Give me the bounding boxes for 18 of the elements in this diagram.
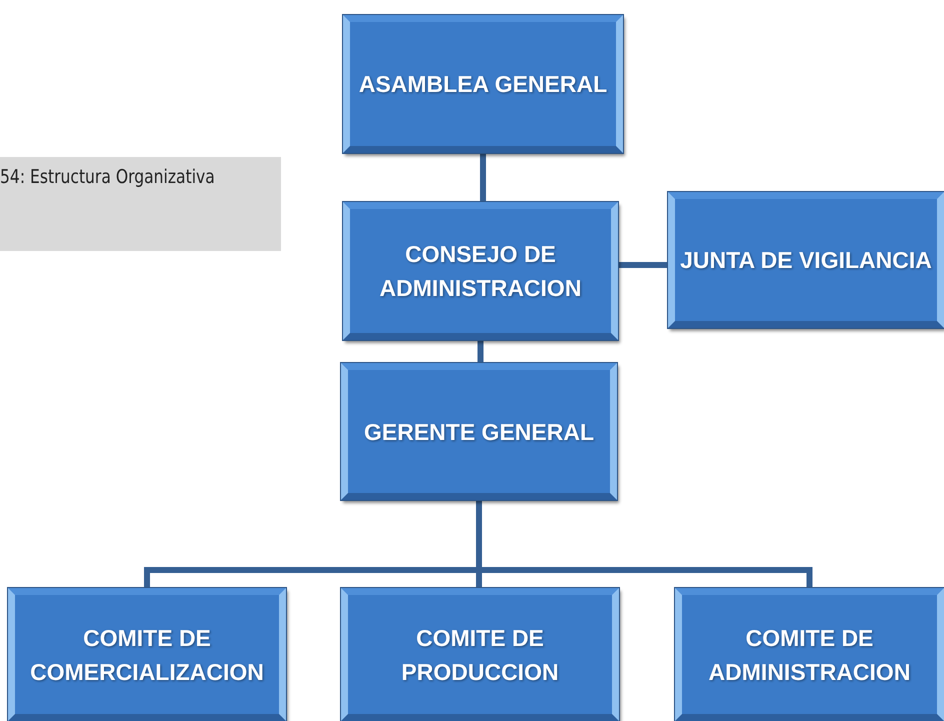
org-box: [341, 363, 617, 500]
org-box: [343, 202, 618, 340]
box-title: COMITE DE PRODUCCION: [400, 624, 560, 686]
org-box: [343, 15, 623, 153]
connector-line: [478, 340, 484, 363]
org-box: [341, 588, 619, 721]
box-title: ASAMBLEA GENERAL: [358, 70, 608, 99]
box-title: COMITE DE COMERCIALIZACION: [29, 624, 265, 686]
figure-caption: 54: Estructura Organizativa: [0, 165, 216, 190]
org-box: [668, 192, 944, 328]
org-box: [8, 588, 286, 721]
box-title: CONSEJO DE ADMINISTRACION: [378, 240, 582, 303]
box-title: GERENTE GENERAL: [364, 418, 594, 446]
connector-line: [618, 262, 668, 268]
connector-line: [480, 153, 486, 202]
box-title: COMITE DE ADMINISTRACION: [708, 624, 912, 686]
box-title: JUNTA DE VIGILANCIA: [680, 246, 932, 275]
org-box: [675, 588, 944, 721]
